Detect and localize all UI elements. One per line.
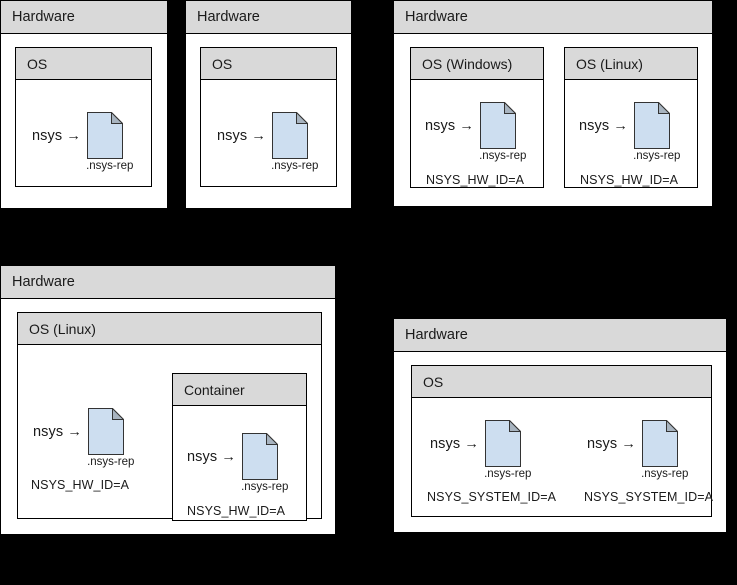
- os-header-5: OS: [412, 366, 711, 398]
- container-label-4: Container: [184, 381, 245, 398]
- nsys-instance-5a: nsys → .nsys-rep: [430, 420, 531, 480]
- container-box-4: Container nsys → .nsys-rep: [172, 373, 307, 521]
- env-label-5a: NSYS_SYSTEM_ID=A: [427, 490, 557, 504]
- report-caption-5b: .nsys-rep: [641, 468, 689, 480]
- report-caption-5a: .nsys-rep: [484, 468, 532, 480]
- env-label-5b: NSYS_SYSTEM_ID=A: [584, 490, 714, 504]
- os-box-5: OS nsys → .nsys-rep N: [411, 365, 714, 517]
- os-box-windows: OS (Windows) nsys → .nsys-rep NS: [410, 47, 544, 188]
- nsys-label-5a: nsys →: [430, 436, 479, 452]
- os-box-1: OS nsys → .nsys-rep: [15, 47, 152, 187]
- report-document-5b: .nsys-rep: [641, 420, 688, 480]
- os-box-linux-4: OS (Linux) nsys → .nsys-rep: [17, 312, 322, 521]
- panel-hardware-4: Hardware OS (Linux) nsys →: [0, 265, 336, 535]
- document-icon: [241, 433, 278, 480]
- nsys-label-os-4: nsys →: [33, 424, 82, 440]
- hardware-header-2: Hardware: [186, 1, 351, 34]
- os-body-2: nsys → .nsys-rep: [201, 80, 336, 186]
- nsys-instance-5b: nsys → .nsys-rep: [587, 420, 688, 480]
- nsys-instance-1: nsys → .nsys-rep: [32, 112, 133, 172]
- hardware-body-3: OS (Windows) nsys → .nsys-rep NS: [394, 34, 712, 206]
- os-body-linux-4: nsys → .nsys-rep NSYS_HW_ID=A: [18, 345, 321, 521]
- os-box-2: OS nsys → .nsys-rep: [200, 47, 337, 187]
- panel-hardware-5: Hardware OS nsys →: [393, 318, 727, 533]
- os-header-2: OS: [201, 48, 336, 80]
- report-document-os-4: .nsys-rep: [87, 408, 134, 468]
- document-icon: [271, 112, 308, 159]
- container-body-4: nsys → .nsys-rep NSYS_HW_ID=A: [173, 406, 306, 520]
- report-caption-os-4: .nsys-rep: [87, 456, 135, 468]
- hardware-label-3: Hardware: [405, 8, 468, 25]
- report-document-linux-3: .nsys-rep: [633, 102, 680, 162]
- nsys-label-2: nsys →: [217, 128, 266, 144]
- os-header-1: OS: [16, 48, 151, 80]
- document-icon: [86, 112, 123, 159]
- nsys-instance-windows: nsys → .nsys-rep: [425, 102, 526, 162]
- os-label-linux-3: OS (Linux): [576, 55, 643, 72]
- hardware-body-1: OS nsys → .nsys-rep: [1, 34, 167, 208]
- report-caption-container-4: .nsys-rep: [241, 481, 289, 493]
- document-icon: [484, 420, 521, 467]
- document-icon: [479, 102, 516, 149]
- nsys-label-5b: nsys →: [587, 436, 636, 452]
- nsys-label-windows: nsys →: [425, 118, 474, 134]
- report-document-windows: .nsys-rep: [479, 102, 526, 162]
- report-caption-1: .nsys-rep: [86, 160, 134, 172]
- panel-hardware-3: Hardware OS (Windows) nsys →: [393, 0, 713, 207]
- nsys-label-linux-3: nsys →: [579, 118, 628, 134]
- report-caption-linux-3: .nsys-rep: [633, 150, 681, 162]
- os-label-5: OS: [423, 373, 444, 390]
- env-label-os-4: NSYS_HW_ID=A: [31, 478, 130, 492]
- nsys-instance-2: nsys → .nsys-rep: [217, 112, 318, 172]
- os-label-1: OS: [27, 55, 48, 72]
- hardware-header-1: Hardware: [1, 1, 167, 34]
- panel-hardware-1: Hardware OS nsys → .nsys-rep: [0, 0, 168, 209]
- hardware-body-4: OS (Linux) nsys → .nsys-rep: [1, 299, 335, 534]
- report-caption-windows: .nsys-rep: [479, 150, 527, 162]
- nsys-label-1: nsys →: [32, 128, 81, 144]
- os-label-linux-4: OS (Linux): [29, 320, 96, 337]
- document-icon: [633, 102, 670, 149]
- nsys-instance-container-4: nsys → .nsys-rep: [187, 433, 288, 493]
- nsys-instance-os-4: nsys → .nsys-rep: [33, 408, 134, 468]
- hardware-body-2: OS nsys → .nsys-rep: [186, 34, 351, 208]
- report-document-1: .nsys-rep: [86, 112, 133, 172]
- os-body-linux-3: nsys → .nsys-rep NSYS_HW_ID=A: [565, 80, 697, 187]
- os-box-linux-3: OS (Linux) nsys → .nsys-rep NSYS: [564, 47, 698, 188]
- report-document-5a: .nsys-rep: [484, 420, 531, 480]
- os-header-linux-3: OS (Linux): [565, 48, 697, 80]
- os-header-linux-4: OS (Linux): [18, 313, 321, 345]
- os-label-windows: OS (Windows): [422, 55, 513, 72]
- hardware-label-1: Hardware: [12, 8, 75, 25]
- report-document-2: .nsys-rep: [271, 112, 318, 172]
- nsys-label-container-4: nsys →: [187, 449, 236, 465]
- os-label-2: OS: [212, 55, 233, 72]
- os-header-windows: OS (Windows): [411, 48, 543, 80]
- hardware-header-4: Hardware: [1, 266, 335, 299]
- os-body-1: nsys → .nsys-rep: [16, 80, 151, 186]
- hardware-label-2: Hardware: [197, 8, 260, 25]
- nsys-instance-linux-3: nsys → .nsys-rep: [579, 102, 680, 162]
- hardware-body-5: OS nsys → .nsys-rep N: [394, 352, 726, 532]
- env-label-windows: NSYS_HW_ID=A: [426, 173, 525, 187]
- report-caption-2: .nsys-rep: [271, 160, 319, 172]
- panel-hardware-2: Hardware OS nsys → .nsys-rep: [185, 0, 352, 209]
- document-icon: [641, 420, 678, 467]
- hardware-header-3: Hardware: [394, 1, 712, 34]
- env-label-linux-3: NSYS_HW_ID=A: [580, 173, 679, 187]
- report-document-container-4: .nsys-rep: [241, 433, 288, 493]
- hardware-header-5: Hardware: [394, 319, 726, 352]
- container-header-4: Container: [173, 374, 306, 406]
- os-body-windows: nsys → .nsys-rep NSYS_HW_ID=A: [411, 80, 543, 187]
- hardware-label-5: Hardware: [405, 326, 468, 343]
- document-icon: [87, 408, 124, 455]
- os-body-5: nsys → .nsys-rep NSYS_SYSTEM_ID=A nsys: [412, 398, 714, 516]
- hardware-label-4: Hardware: [12, 273, 75, 290]
- env-label-container-4: NSYS_HW_ID=A: [187, 504, 286, 518]
